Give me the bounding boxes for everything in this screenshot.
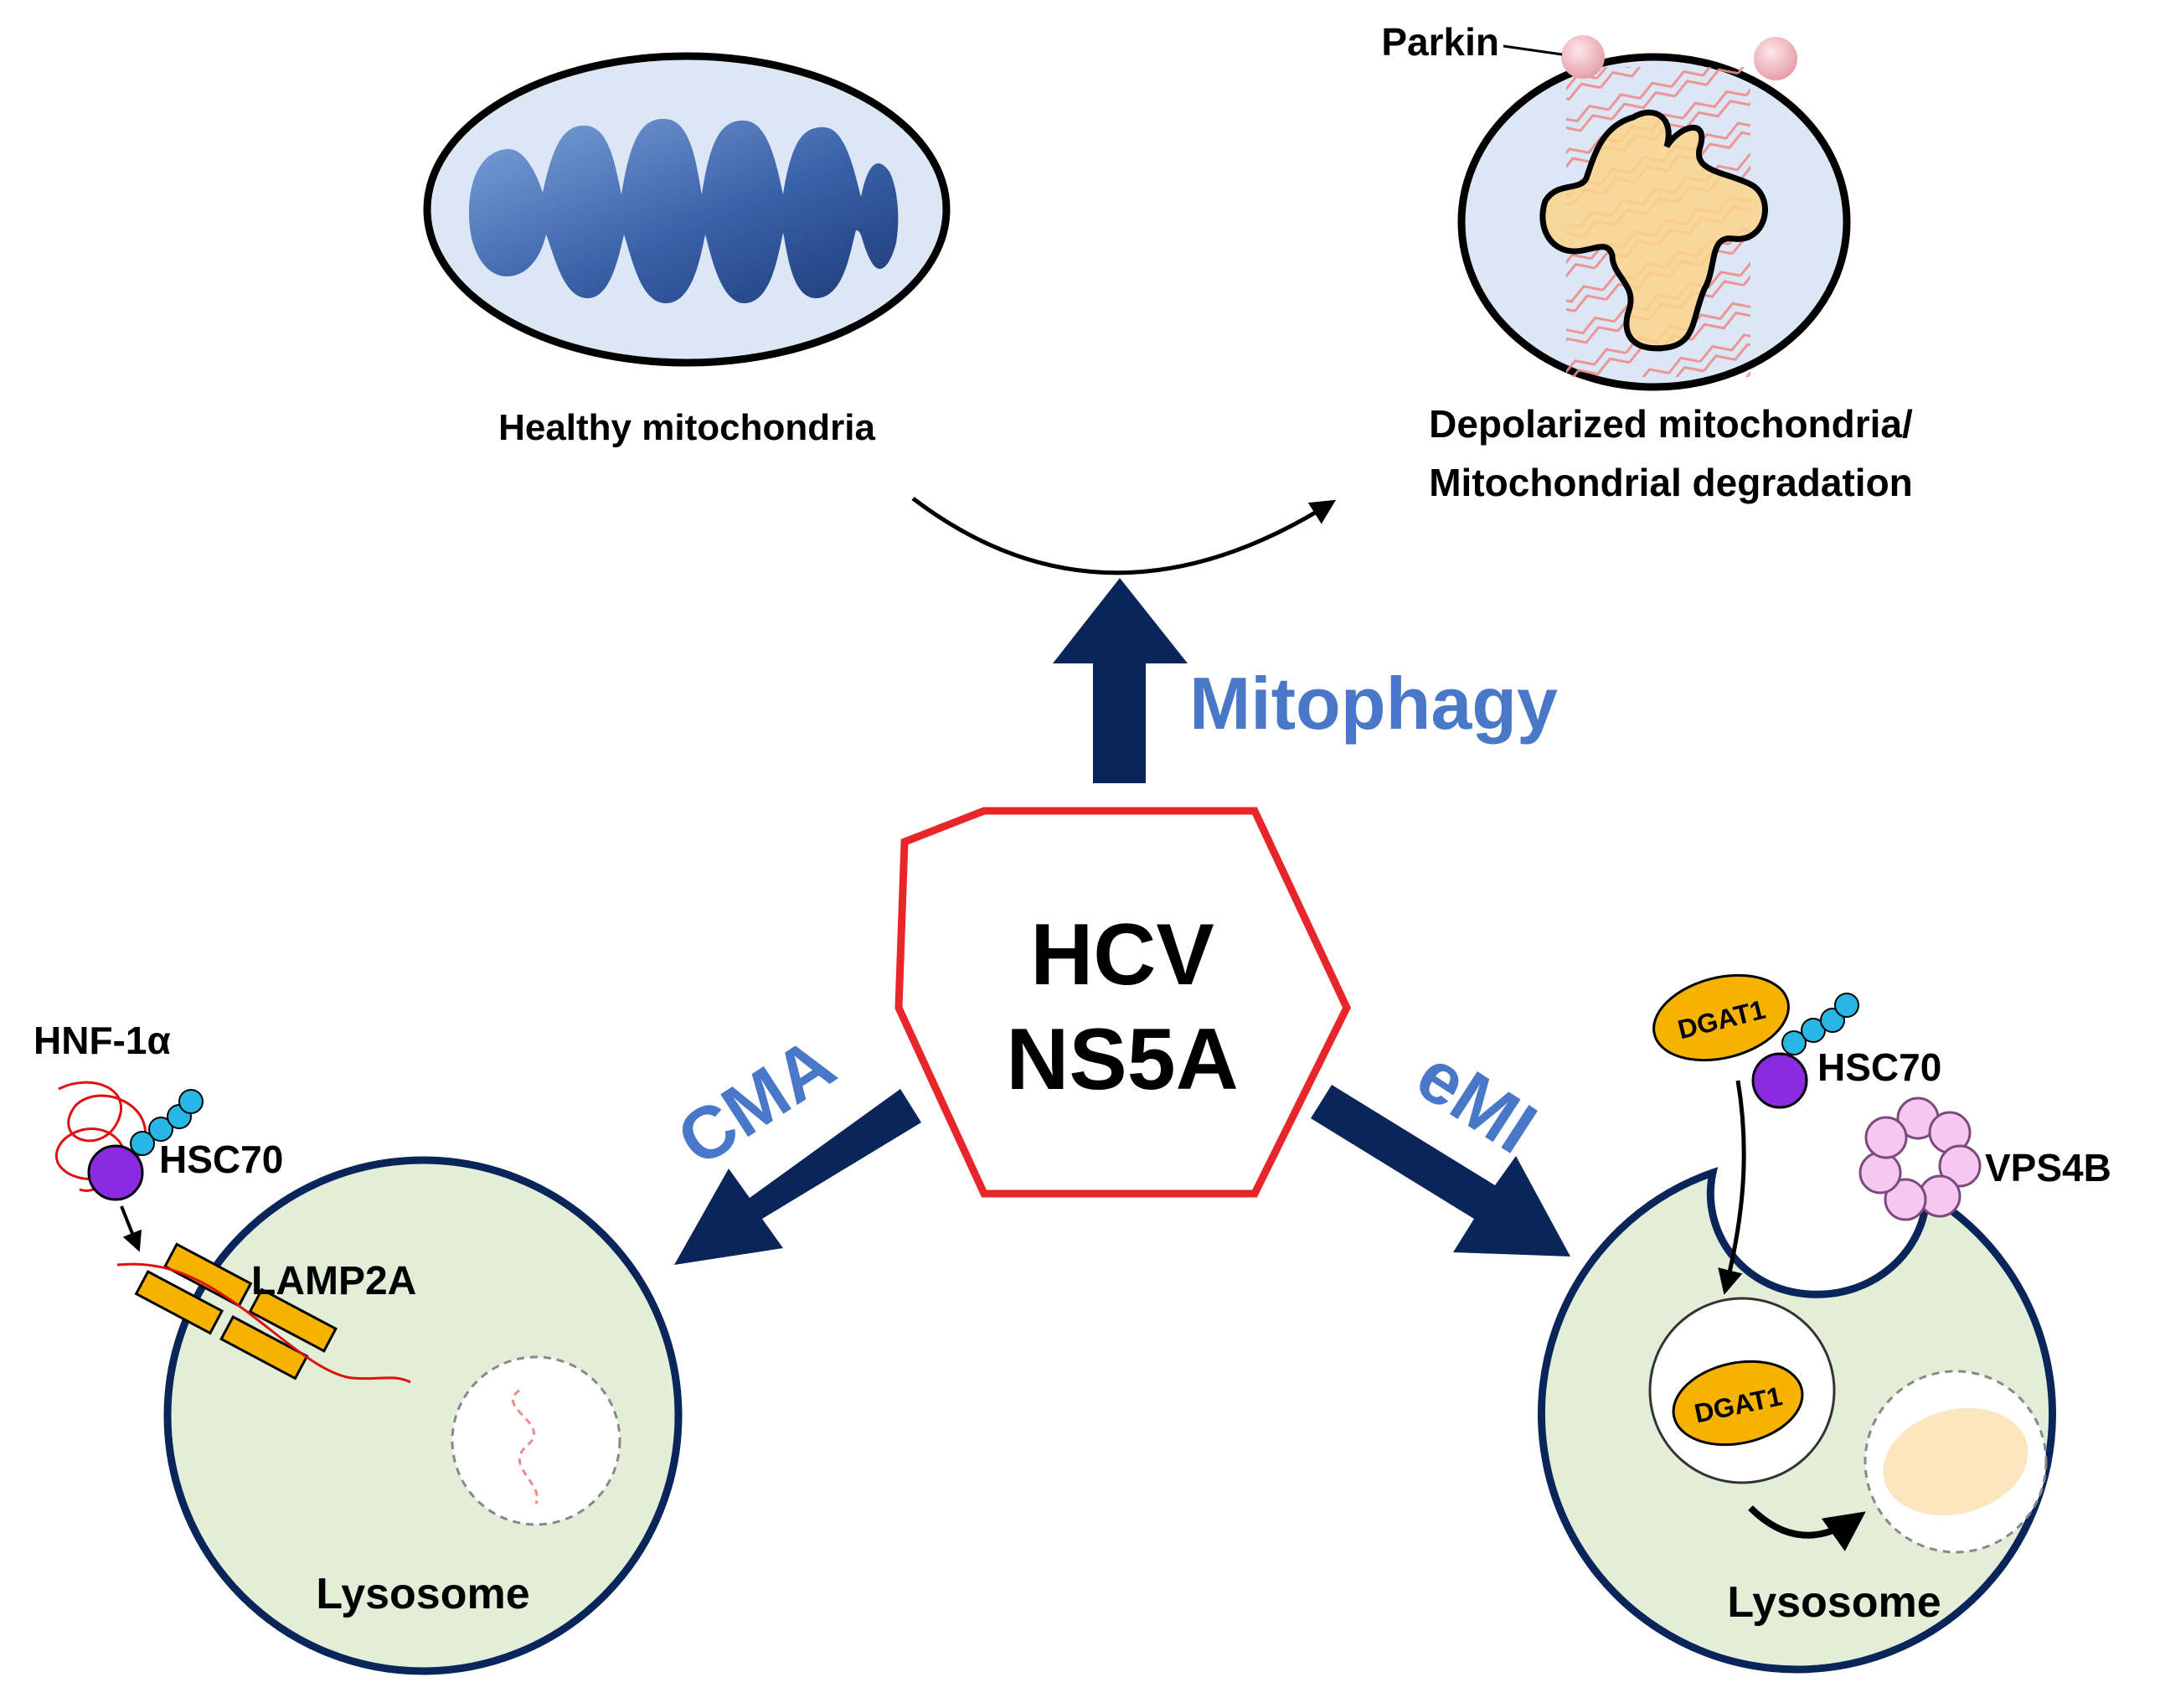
hsc70-chaperone-body <box>87 1144 144 1201</box>
depolarized-mitochondrion: Parkin Depolarized mitochondria/ Mitocho… <box>1381 20 1913 504</box>
lamp2a-label: LAMP2A <box>251 1259 416 1303</box>
cma-degraded-substrate <box>451 1355 621 1526</box>
emi-degradation-arrow <box>1748 1505 1866 1551</box>
parkin-protein <box>1561 35 1605 79</box>
cma-delivery-arrow <box>120 1205 142 1252</box>
cma-lysosome: Lysosome LAMP2A HNF-1α HSC70 <box>34 1019 683 1675</box>
hsc70-chaperone-bead <box>178 1089 204 1114</box>
healthy-mito-cristae <box>469 118 899 304</box>
cma-lysosome-membrane <box>163 1156 683 1675</box>
cma-lysosome-label: Lysosome <box>316 1570 529 1618</box>
cma-degraded-peptide <box>512 1389 539 1504</box>
mitophagy-arrow <box>1053 578 1188 783</box>
vps4b-label: VPS4B <box>1985 1146 2111 1189</box>
emi-arrow <box>1311 1085 1570 1256</box>
mitophagy-label: Mitophagy <box>1189 662 1558 745</box>
emi-hsc70-label: HSC70 <box>1817 1045 1941 1089</box>
ns5a-title-line2: NS5A <box>1006 1011 1238 1108</box>
parkin-protein <box>1754 37 1797 80</box>
parkin-leader-line <box>1503 44 1563 56</box>
ns5a-hexagon-fill <box>905 817 1338 1188</box>
hsc70-chaperone-bead <box>148 1117 173 1142</box>
vps4b-complex <box>1858 1097 1982 1221</box>
emi-degraded-dgat1 <box>1883 1407 2029 1516</box>
depolarized-mito-matrix <box>1539 109 1768 352</box>
emi-hsc70-body <box>1751 1052 1808 1109</box>
emi-lysosome: DGAT1 Lysosome VPS4B DGAT1 HSC70 <box>1537 973 2111 1674</box>
depolarized-mito-label-line1: Depolarized mitochondria/ <box>1429 402 1913 446</box>
cma-substrate-translocating <box>116 1262 411 1384</box>
hcv-ns5a-hub: HCV NS5A <box>894 807 1351 1198</box>
ns5a-hexagon <box>894 807 1351 1198</box>
healthy-mito-label: Healthy mitochondria <box>498 407 875 448</box>
cma-arrow <box>674 1089 921 1265</box>
lamp2a-receptor <box>134 1242 338 1380</box>
hnf1a-label: HNF-1α <box>34 1019 171 1062</box>
emi-dgat1-substrate <box>1652 973 1790 1062</box>
emi-lysosome-label: Lysosome <box>1727 1578 1941 1627</box>
hsc70-chaperone-bead <box>130 1131 155 1156</box>
parkin-label: Parkin <box>1381 20 1499 64</box>
healthy-mitochondrion: Healthy mitochondria <box>423 52 951 448</box>
emi-hsc70-bead <box>1781 1030 1807 1055</box>
mito-transition-arrow <box>911 497 1337 575</box>
cma-hsc70-label: HSC70 <box>159 1138 283 1181</box>
emi-internalized-dgat1 <box>1672 1360 1804 1447</box>
emi-delivery-arrow <box>1718 1080 1746 1295</box>
depolarized-mito-label-line2: Mitochondrial degradation <box>1429 461 1913 504</box>
emi-hsc70-bead <box>1834 993 1859 1018</box>
ns5a-title-line1: HCV <box>1030 906 1214 1004</box>
